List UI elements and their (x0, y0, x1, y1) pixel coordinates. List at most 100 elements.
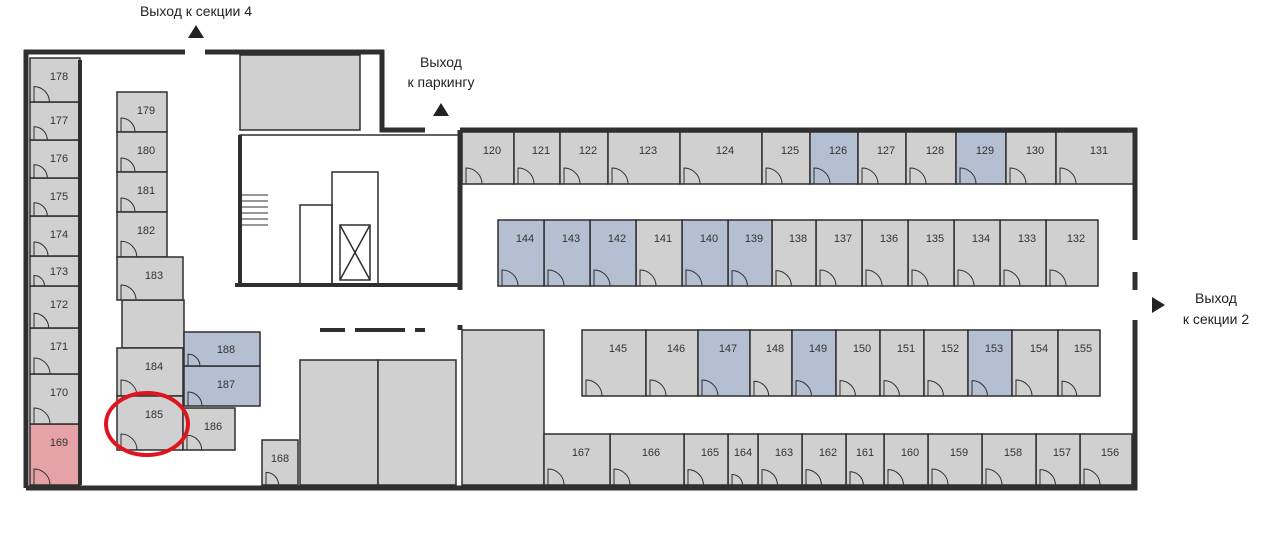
unit-shape-165[interactable] (683, 433, 729, 486)
storage-unit-170[interactable]: 170 (29, 373, 81, 425)
unit-shape-123[interactable] (607, 131, 681, 185)
storage-unit-158[interactable]: 158 (981, 433, 1037, 486)
storage-unit-186[interactable]: 186 (182, 407, 236, 451)
unit-shape-184[interactable] (116, 347, 184, 397)
storage-unit-153[interactable]: 153 (967, 329, 1013, 397)
storage-unit-147[interactable]: 147 (697, 329, 751, 397)
unit-shape-146[interactable] (645, 329, 699, 397)
unit-shape-158[interactable] (981, 433, 1037, 486)
storage-unit-146[interactable]: 146 (645, 329, 699, 397)
unit-shape-186[interactable] (182, 407, 236, 451)
storage-unit-129[interactable]: 129 (955, 131, 1007, 185)
storage-unit-155[interactable]: 155 (1057, 329, 1101, 397)
unit-shape-129[interactable] (955, 131, 1007, 185)
storage-unit-125[interactable]: 125 (761, 131, 811, 185)
unit-shape-177[interactable] (29, 101, 81, 141)
storage-unit-122[interactable]: 122 (559, 131, 609, 185)
storage-unit-144[interactable]: 144 (497, 219, 545, 287)
unit-shape-160[interactable] (883, 433, 929, 486)
unit-shape-162[interactable] (801, 433, 847, 486)
unit-shape-131[interactable] (1055, 131, 1135, 185)
storage-unit-162[interactable]: 162 (801, 433, 847, 486)
unit-shape-145[interactable] (581, 329, 647, 397)
unit-shape-144[interactable] (497, 219, 545, 287)
storage-unit-127[interactable]: 127 (857, 131, 907, 185)
storage-unit-130[interactable]: 130 (1005, 131, 1057, 185)
unit-shape-152[interactable] (923, 329, 969, 397)
unit-shape-188[interactable] (183, 331, 261, 367)
storage-unit-152[interactable]: 152 (923, 329, 969, 397)
storage-unit-123[interactable]: 123 (607, 131, 681, 185)
storage-unit-134[interactable]: 134 (953, 219, 1001, 287)
storage-unit-179[interactable]: 179 (116, 91, 168, 133)
unit-shape-154[interactable] (1011, 329, 1059, 397)
unit-shape-122[interactable] (559, 131, 609, 185)
unit-shape-182[interactable] (116, 211, 168, 258)
storage-unit-148[interactable]: 148 (749, 329, 793, 397)
storage-unit-138[interactable]: 138 (771, 219, 817, 287)
unit-shape-135[interactable] (907, 219, 955, 287)
unit-shape-168[interactable] (261, 439, 299, 486)
unit-shape-128[interactable] (905, 131, 957, 185)
unit-shape-157[interactable] (1035, 433, 1081, 486)
storage-unit-166[interactable]: 166 (609, 433, 685, 486)
unit-shape-120[interactable] (461, 131, 515, 185)
unit-shape-179[interactable] (116, 91, 168, 133)
storage-unit-187[interactable]: 187 (183, 365, 261, 407)
unit-shape-143[interactable] (543, 219, 591, 287)
unit-shape-185[interactable] (116, 395, 184, 451)
storage-unit-136[interactable]: 136 (861, 219, 909, 287)
unit-shape-150[interactable] (835, 329, 881, 397)
unit-shape-156[interactable] (1079, 433, 1133, 486)
unit-shape-175[interactable] (29, 177, 81, 217)
storage-unit-132[interactable]: 132 (1045, 219, 1099, 287)
unit-shape-147[interactable] (697, 329, 751, 397)
unit-shape-155[interactable] (1057, 329, 1101, 397)
storage-unit-182[interactable]: 182 (116, 211, 168, 258)
storage-unit-184[interactable]: 184 (116, 347, 184, 397)
storage-unit-141[interactable]: 141 (635, 219, 683, 287)
storage-unit-174[interactable]: 174 (29, 215, 81, 257)
storage-unit-177[interactable]: 177 (29, 101, 81, 141)
unit-shape-141[interactable] (635, 219, 683, 287)
storage-unit-173[interactable]: 173 (29, 255, 81, 287)
storage-unit-143[interactable]: 143 (543, 219, 591, 287)
unit-shape-187[interactable] (183, 365, 261, 407)
storage-unit-178[interactable]: 178 (29, 57, 81, 103)
storage-unit-183[interactable]: 183 (116, 256, 184, 301)
unit-shape-159[interactable] (927, 433, 983, 486)
unit-shape-139[interactable] (727, 219, 773, 287)
storage-unit-139[interactable]: 139 (727, 219, 773, 287)
storage-unit-164[interactable]: 164 (727, 433, 759, 486)
storage-unit-151[interactable]: 151 (879, 329, 925, 397)
unit-shape-183[interactable] (116, 256, 184, 301)
storage-unit-133[interactable]: 133 (999, 219, 1047, 287)
storage-unit-172[interactable]: 172 (29, 285, 81, 329)
storage-unit-157[interactable]: 157 (1035, 433, 1081, 486)
unit-shape-125[interactable] (761, 131, 811, 185)
unit-shape-166[interactable] (609, 433, 685, 486)
unit-shape-180[interactable] (116, 131, 168, 173)
storage-unit-175[interactable]: 175 (29, 177, 81, 217)
unit-shape-161[interactable] (845, 433, 885, 486)
storage-unit-128[interactable]: 128 (905, 131, 957, 185)
storage-unit-142[interactable]: 142 (589, 219, 637, 287)
storage-unit-149[interactable]: 149 (791, 329, 837, 397)
unit-shape-164[interactable] (727, 433, 759, 486)
storage-unit-165[interactable]: 165 (683, 433, 729, 486)
storage-unit-135[interactable]: 135 (907, 219, 955, 287)
storage-unit-120[interactable]: 120 (461, 131, 515, 185)
unit-shape-153[interactable] (967, 329, 1013, 397)
storage-unit-137[interactable]: 137 (815, 219, 863, 287)
unit-shape-140[interactable] (681, 219, 729, 287)
storage-unit-171[interactable]: 171 (29, 327, 81, 375)
storage-unit-181[interactable]: 181 (116, 171, 168, 213)
storage-unit-154[interactable]: 154 (1011, 329, 1059, 397)
storage-unit-124[interactable]: 124 (679, 131, 763, 185)
storage-unit-167[interactable]: 167 (543, 433, 611, 486)
unit-shape-133[interactable] (999, 219, 1047, 287)
storage-unit-160[interactable]: 160 (883, 433, 929, 486)
unit-shape-137[interactable] (815, 219, 863, 287)
storage-unit-185[interactable]: 185 (116, 395, 184, 451)
unit-shape-126[interactable] (809, 131, 859, 185)
